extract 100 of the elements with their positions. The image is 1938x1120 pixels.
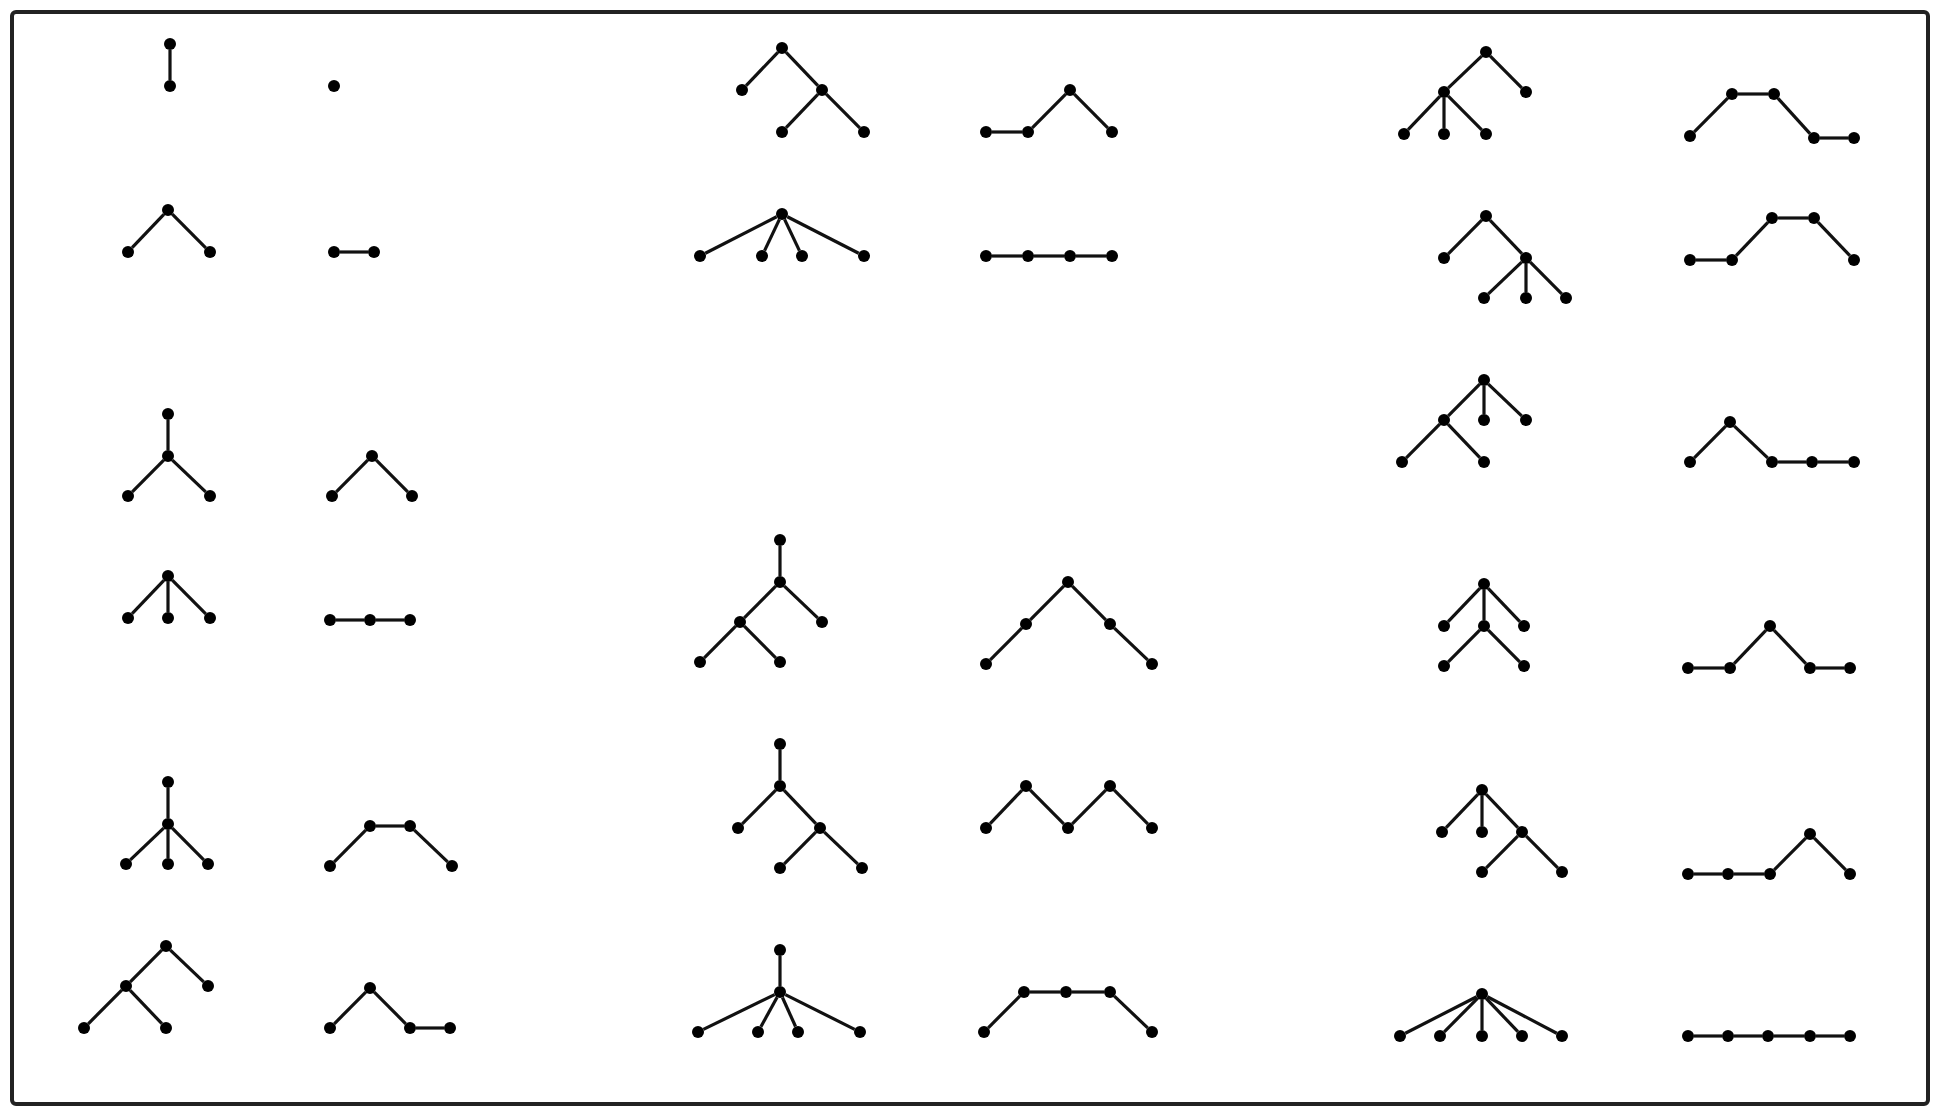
tree-edge — [782, 789, 818, 825]
tree-edge — [413, 828, 449, 864]
tree-edge — [786, 215, 860, 255]
tree-edge — [783, 584, 819, 620]
tree-edge — [1694, 872, 1722, 876]
tree-edge — [702, 993, 776, 1031]
tree-edge — [1034, 254, 1064, 258]
tree-edge — [1447, 383, 1481, 417]
tree-edge — [171, 213, 207, 249]
tree-edge — [1773, 837, 1807, 871]
tree-edge — [373, 991, 407, 1025]
tree-edge — [1076, 254, 1106, 258]
tree-edge — [1487, 260, 1523, 296]
tree-edge — [335, 459, 369, 493]
tree-edge — [1442, 98, 1446, 128]
tree-edge — [1734, 221, 1770, 257]
tree-edge — [1072, 990, 1104, 994]
tree-edge — [1482, 590, 1486, 620]
tree-edge — [166, 788, 170, 818]
tree-edge — [1447, 95, 1483, 131]
tree-edge — [783, 831, 817, 865]
tree-edge — [1488, 219, 1524, 255]
tree-edge — [741, 789, 777, 825]
tree-edge — [703, 625, 737, 659]
tree-edge — [992, 254, 1022, 258]
tree-edge — [783, 218, 801, 252]
tree-edge — [825, 93, 861, 129]
tree-edge — [1029, 789, 1065, 825]
tree-edge — [129, 949, 163, 983]
tree-edge — [130, 213, 166, 249]
tree-edge — [1113, 626, 1149, 662]
tree-edge — [87, 989, 123, 1025]
tree-edge — [1529, 261, 1563, 295]
tree-edge — [171, 827, 205, 861]
tree-edge — [1071, 789, 1107, 825]
tree-edge — [128, 989, 164, 1025]
tree-edge — [1694, 1034, 1722, 1038]
tree-edge — [1694, 666, 1724, 670]
tree-edge — [168, 50, 172, 80]
tree-edge — [166, 582, 170, 612]
tree-edge — [1447, 219, 1483, 255]
tree-edge — [1482, 386, 1486, 414]
tree-edge — [376, 618, 404, 622]
tree-edge — [1405, 423, 1441, 459]
tree-edge — [1778, 460, 1806, 464]
tree-edge — [778, 546, 782, 576]
tree-edge — [759, 996, 779, 1028]
tree-edge — [1816, 1034, 1844, 1038]
tree-edge — [1071, 585, 1107, 621]
tree-edge — [1820, 136, 1848, 140]
tree-edge — [1734, 1034, 1762, 1038]
tree-edge — [1113, 994, 1149, 1030]
tree-edge — [987, 995, 1021, 1029]
tree-edge — [778, 956, 782, 986]
tree-edge — [416, 1026, 444, 1030]
tree-edge — [784, 51, 820, 87]
tree-edge — [1443, 997, 1479, 1033]
tree-edge — [1485, 835, 1519, 869]
tree-edge — [131, 459, 165, 493]
tree-edge — [1818, 460, 1848, 464]
tree-edge — [376, 824, 404, 828]
tree-edge — [763, 218, 781, 252]
tree-edge — [1774, 1034, 1804, 1038]
tree-edge — [992, 130, 1022, 134]
tree-edge — [171, 579, 207, 615]
tree-edge — [1489, 55, 1523, 89]
tree-edge — [1446, 423, 1482, 459]
tree-edge — [704, 215, 778, 255]
tree-edge — [1776, 97, 1812, 135]
tree-edge — [988, 789, 1024, 825]
tree-edge — [1029, 585, 1065, 621]
tree-edge — [1030, 990, 1060, 994]
tree-edge — [1524, 264, 1528, 292]
tree-edge — [1446, 587, 1482, 623]
tree-edge — [1733, 424, 1769, 460]
tree-edge — [1693, 97, 1729, 133]
tree-edge — [166, 420, 170, 450]
tree-edge — [781, 996, 797, 1028]
tree-edge — [169, 948, 205, 984]
tree-edge — [1480, 1000, 1484, 1030]
tree-edge — [778, 750, 782, 780]
tree-edge — [1480, 796, 1484, 826]
tree-edge — [1404, 995, 1478, 1035]
tree-edge — [989, 627, 1023, 661]
tree-edge — [1486, 587, 1522, 623]
tree-edge — [1073, 93, 1109, 129]
tree-edge — [1486, 995, 1558, 1035]
tree-edge — [1487, 629, 1521, 663]
tree-edge — [1816, 666, 1844, 670]
tree-edge — [1444, 793, 1480, 829]
tree-edge — [1732, 629, 1768, 665]
tree-edge — [1778, 216, 1808, 220]
tree-edge — [1031, 93, 1067, 129]
tree-edge — [171, 458, 207, 494]
tree-edge — [1447, 54, 1483, 90]
tree-edge — [375, 459, 409, 493]
tree-edge — [1113, 789, 1149, 825]
tree-edge — [744, 51, 780, 87]
tree-edge — [1696, 258, 1726, 262]
tree-edge — [1813, 837, 1847, 871]
